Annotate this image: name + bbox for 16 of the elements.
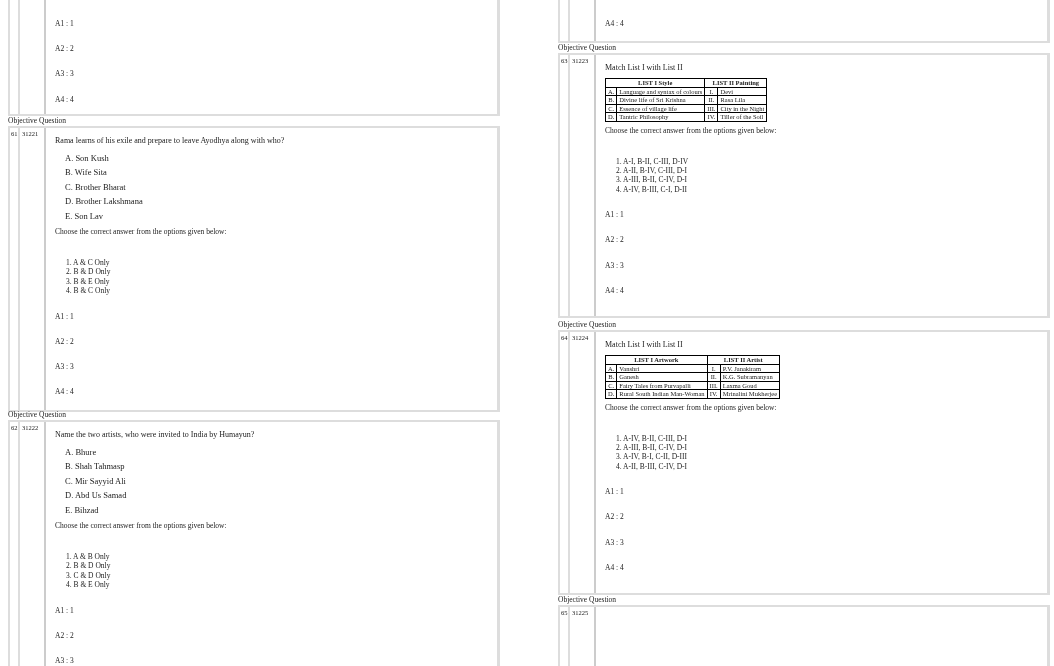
option-text: D. Abd Us Samad bbox=[65, 489, 127, 503]
option-text: C. Brother Bharat bbox=[65, 180, 126, 194]
option-text: D. Brother Lakshmana bbox=[65, 195, 143, 209]
question-text: Match List I with List II bbox=[605, 340, 683, 349]
question-text: Rama learns of his exile and prepare to leave Ayodhya along with who? bbox=[55, 136, 285, 145]
option-text: A. Bhure bbox=[65, 446, 97, 459]
question-text: Name the two artists, who were invited to India by Humayun? bbox=[55, 430, 255, 439]
match-table bbox=[605, 78, 768, 122]
option-text: E. Bihzad bbox=[65, 503, 99, 517]
option-text: C. Mir Sayyid Ali bbox=[65, 474, 126, 488]
question-text: Match List I with List II bbox=[605, 63, 683, 72]
option-text: B. Shah Tahmasp bbox=[65, 460, 125, 474]
option-text: A. Son Kush bbox=[65, 152, 109, 165]
option-text: B. Wife Sita bbox=[65, 166, 107, 180]
match-table bbox=[605, 355, 781, 399]
option-text: E. Son Lav bbox=[65, 209, 103, 223]
